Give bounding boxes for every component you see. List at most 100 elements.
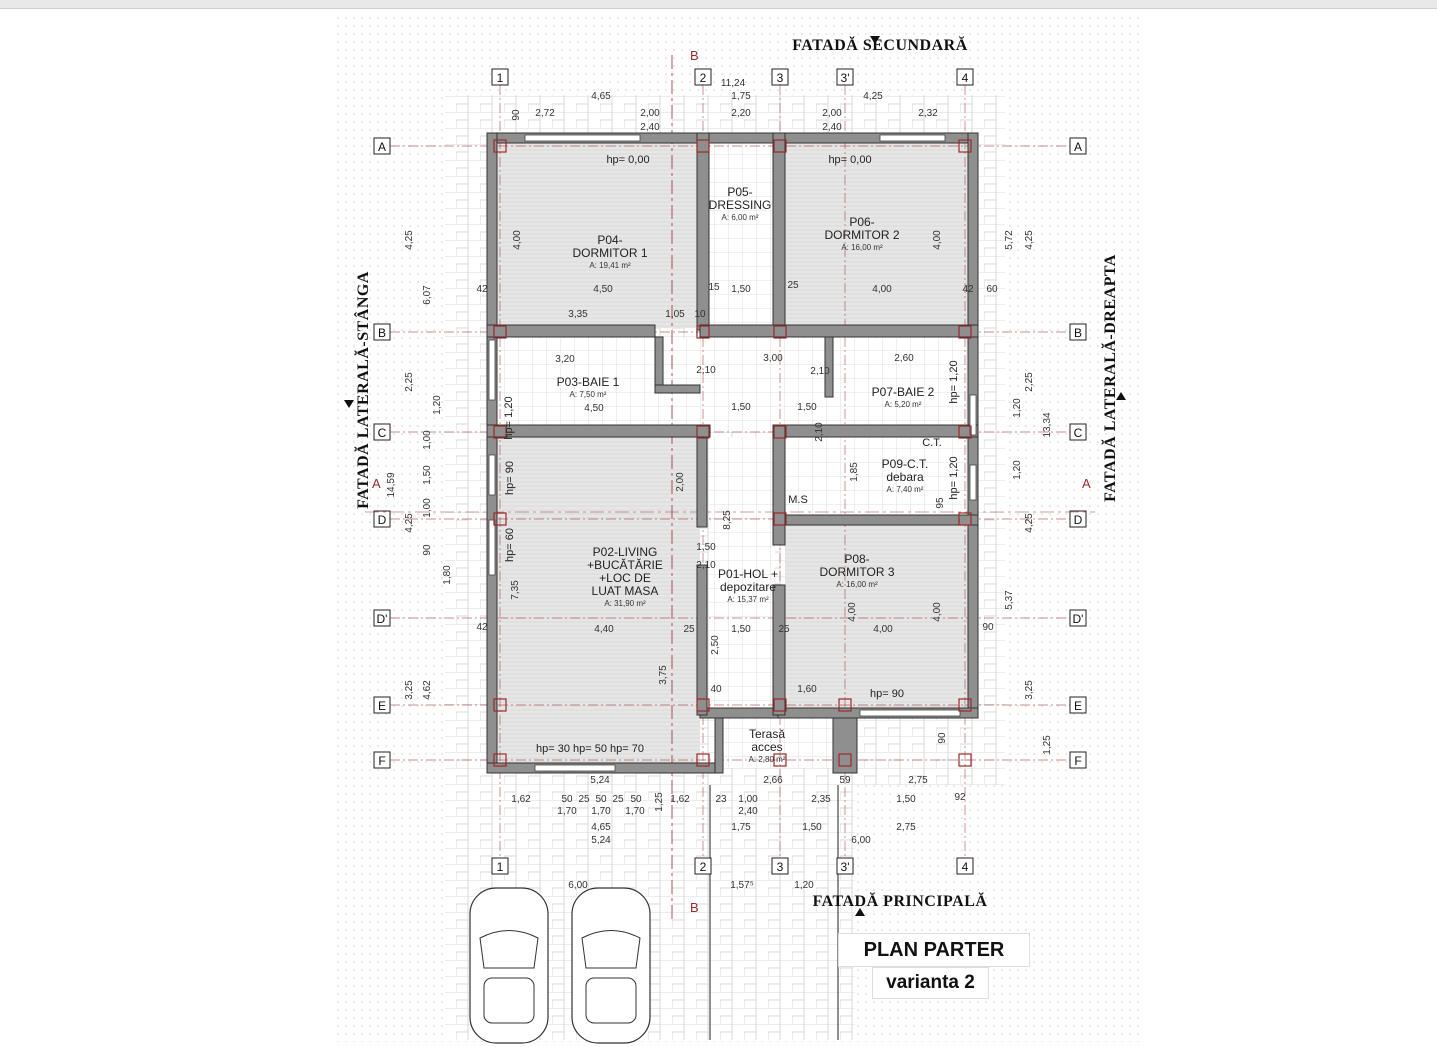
dimension-bottom: 2,35 — [811, 794, 831, 805]
wall — [486, 132, 498, 774]
dimension-bottom: 1,70 — [591, 806, 611, 817]
wall — [699, 707, 779, 719]
wall — [486, 324, 656, 338]
column-marker — [773, 512, 787, 526]
facade-arrow-icon — [1116, 392, 1126, 400]
car-icon — [571, 887, 651, 1044]
dimension-bottom: 5,24 — [591, 835, 611, 846]
column-marker — [773, 425, 787, 439]
grid-bubble — [373, 751, 391, 769]
room-floor — [709, 143, 775, 328]
dimension-interior: 2,10 — [814, 422, 825, 442]
room-floor — [497, 143, 697, 328]
wall — [696, 564, 708, 716]
dimension-bottom: 59 — [839, 775, 851, 786]
wall — [696, 436, 708, 528]
dimension-top: 2,40 — [640, 122, 660, 133]
dimension-left: 1,80 — [442, 565, 453, 585]
column-marker — [958, 512, 972, 526]
dimension-interior: 1,50 — [731, 402, 751, 413]
dimension-bottom: 50 — [561, 794, 573, 805]
room-floor — [785, 525, 968, 708]
grid-label-row: B — [1074, 326, 1082, 340]
grid-label-col: 1 — [497, 71, 504, 85]
room-area: A: 19,41 m² — [589, 261, 631, 270]
room-area: A: 16,00 m² — [841, 243, 883, 252]
viewer-top-bar — [0, 0, 1437, 9]
dimension-right: 5,37 — [1004, 590, 1015, 610]
section-mark: B — [690, 900, 699, 915]
annotation: M.S — [788, 494, 808, 506]
dimension-interior: 25 — [778, 624, 790, 635]
dimension-interior: 42 — [476, 622, 488, 633]
grid-label-row: A — [378, 140, 386, 154]
column-marker — [958, 425, 972, 439]
grid-label-col: 4 — [962, 860, 969, 874]
dimension-bottom: 1,20 — [794, 880, 814, 891]
room-code: P09-C.T. — [882, 457, 929, 471]
dimension-top: 90 — [511, 109, 522, 121]
grid-bubble — [836, 68, 854, 86]
dimension-left: 4,25 — [404, 230, 415, 250]
dimension-interior: 4,50 — [593, 284, 613, 295]
dimension-interior: 40 — [710, 684, 722, 695]
plan-variant: varianta 2 — [872, 967, 989, 999]
facade-label-right: FATADĂ LATERALĂ-DREAPTA — [1100, 254, 1119, 502]
dimension-right: 1,20 — [1012, 460, 1023, 480]
grid-bubble — [836, 857, 854, 875]
grid-bubble — [694, 68, 712, 86]
grid-label-row: C — [1074, 426, 1083, 440]
dimension-interior: 4,00 — [872, 284, 892, 295]
grid-bubble — [694, 857, 712, 875]
annotation: hp= 1,20 — [503, 396, 515, 439]
grid-bubble — [1069, 609, 1087, 627]
dimension-interior: 4,40 — [594, 624, 614, 635]
grid-label-col: 3 — [777, 71, 784, 85]
plan-title: PLAN PARTER — [838, 933, 1030, 967]
dimension-bottom: 25 — [578, 794, 590, 805]
room-floor — [785, 437, 968, 517]
room-area: A: 7,50 m² — [570, 390, 607, 399]
dimension-bottom: 1,70 — [557, 806, 577, 817]
dimension-interior: 15 — [708, 282, 720, 293]
window — [488, 519, 496, 576]
column-marker — [696, 698, 710, 712]
dimension-interior: 42 — [962, 284, 974, 295]
grid-bubble — [373, 323, 391, 341]
room-code: P08- — [844, 552, 869, 566]
dimension-top: 4,65 — [591, 91, 611, 102]
grid-bubble — [1069, 423, 1087, 441]
facade-label-left: FATADĂ LATERALĂ-STÂNGA — [353, 271, 372, 509]
column-marker — [838, 698, 852, 712]
dimension-left: 1,50 — [422, 465, 433, 485]
column-marker — [958, 698, 972, 712]
dimension-bottom: 2,75 — [896, 822, 916, 833]
dimension-interior: 4,50 — [584, 403, 604, 414]
room-name: +LOC DE — [599, 571, 651, 585]
dimension-right: 1,20 — [1012, 398, 1023, 418]
window — [859, 709, 961, 717]
dimension-right: 4,25 — [1024, 513, 1035, 533]
grid-label-col: 2 — [700, 860, 707, 874]
room-code: P05- — [727, 185, 752, 199]
grid-label-row: D' — [1073, 612, 1084, 626]
dimension-interior: 90 — [937, 732, 948, 744]
facade-label-bottom: FATADĂ PRINCIPALĂ — [813, 891, 988, 910]
dimension-interior: 4,00 — [512, 230, 523, 250]
grid-bubble — [491, 68, 509, 86]
dimension-bottom: 1,50 — [802, 822, 822, 833]
grid-label-row: D — [378, 513, 387, 527]
facade-arrow-icon — [870, 36, 880, 44]
room-area: A: 6,00 m² — [722, 213, 759, 222]
dimension-interior: 2,10 — [810, 366, 830, 377]
dimension-bottom: 50 — [595, 794, 607, 805]
wall — [654, 384, 701, 394]
dimension-interior: 4,00 — [932, 230, 943, 250]
annotation: hp= 0,00 — [828, 154, 871, 166]
grid-bubble — [373, 696, 391, 714]
grid-bubble — [1069, 137, 1087, 155]
column-marker — [773, 325, 787, 339]
room-code: P01-HOL + — [718, 567, 778, 581]
dimension-bottom: 1,75 — [731, 822, 751, 833]
